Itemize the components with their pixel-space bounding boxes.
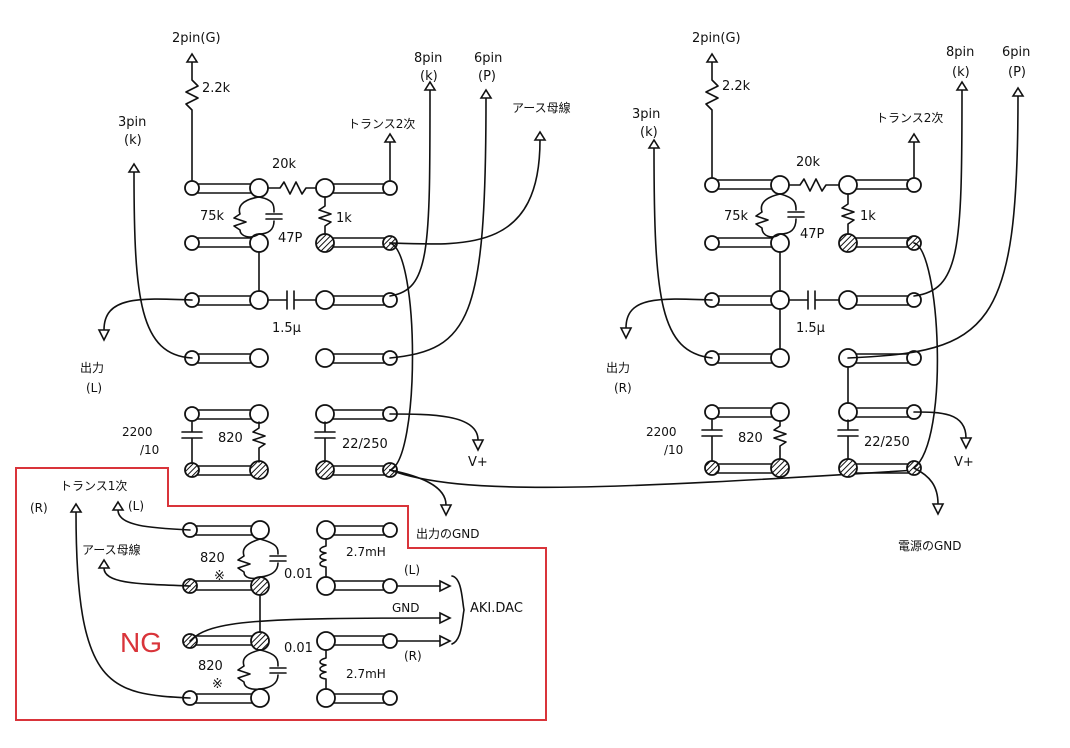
left-label-r1k: 1k	[336, 211, 352, 226]
ng-label-ch-l: (L)	[404, 563, 420, 577]
ng-label-earth-bus: アース母線	[82, 542, 141, 557]
left-label-pin8: 8pin	[414, 51, 442, 66]
left-label-out: 出力	[80, 361, 104, 375]
left-label-pin2: 2pin(G)	[172, 31, 221, 46]
left-channel-board: 2pin(G) 2.2k 3pin (k) 8pin (k) 6pin (P) …	[80, 31, 917, 541]
right-label-pin3: 3pin	[632, 107, 660, 122]
right-label-c2200: 2200	[646, 425, 677, 439]
right-label-pin6: 6pin	[1002, 45, 1030, 60]
right-label-c47p: 47P	[800, 227, 825, 242]
left-label-r820: 820	[218, 431, 243, 446]
left-label-c15u: 1.5μ	[272, 321, 301, 336]
right-label-out-ch: (R)	[614, 381, 632, 395]
left-rails	[192, 183, 390, 476]
ng-label-ch-r: (R)	[404, 649, 422, 663]
right-label-pin8: 8pin	[946, 45, 974, 60]
right-label-c15u: 1.5μ	[796, 321, 825, 336]
ng-label-star-b: ※	[212, 677, 223, 692]
ng-label-r820a: 820	[200, 551, 225, 566]
left-wiring	[97, 53, 917, 517]
ng-label-star-a: ※	[214, 569, 225, 584]
right-label-pin6-p: (P)	[1008, 65, 1026, 80]
left-label-out-ch: (L)	[86, 381, 102, 395]
left-label-earth-bus: アース母線	[512, 100, 571, 115]
right-wiring	[619, 53, 1024, 516]
ng-label-r820b: 820	[198, 659, 223, 674]
ng-label-in-l: (L)	[128, 499, 144, 513]
ng-section: NG	[15, 467, 547, 721]
right-label-gnd-psu: 電源のGND	[898, 539, 962, 553]
right-label-pin2: 2pin(G)	[692, 31, 741, 46]
right-label-out: 出力	[606, 361, 630, 375]
ng-label-l27b: 2.7mH	[346, 667, 386, 681]
left-label-pin6: 6pin	[474, 51, 502, 66]
right-label-r75k: 75k	[724, 209, 749, 224]
right-label-c2200-v: /10	[664, 443, 683, 457]
left-label-trans2: トランス2次	[348, 117, 415, 131]
right-label-r1k: 1k	[860, 209, 876, 224]
left-label-pin8-k: (k)	[420, 69, 438, 84]
left-label-vplus: V+	[468, 455, 488, 470]
right-rails	[712, 179, 914, 474]
right-label-c22: 22/250	[864, 435, 910, 450]
ng-label: NG	[120, 627, 162, 658]
right-label-pin3-k: (k)	[640, 125, 658, 140]
ng-label-c001b: 0.01	[284, 641, 313, 656]
right-label-trans2: トランス2次	[876, 111, 943, 125]
left-label-pin6-p: (P)	[478, 69, 496, 84]
ng-label-gnd: GND	[392, 601, 420, 615]
ng-label-l27a: 2.7mH	[346, 545, 386, 559]
right-pads	[704, 175, 922, 478]
left-label-c22: 22/250	[342, 437, 388, 452]
right-label-vplus: V+	[954, 455, 974, 470]
ng-label-in-r: (R)	[30, 501, 48, 515]
left-label-c2200-v: /10	[140, 443, 159, 457]
left-label-pin3-k: (k)	[124, 133, 142, 148]
ng-outline	[15, 467, 547, 721]
left-label-c47p: 47P	[278, 231, 303, 246]
right-label-pin8-k: (k)	[952, 65, 970, 80]
right-channel-board: 2pin(G) 2.2k 3pin (k) 8pin (k) 6pin (P) …	[606, 31, 1030, 553]
ng-rails	[190, 525, 390, 704]
left-label-r20k: 20k	[272, 157, 297, 172]
ng-label-dac: AKI.DAC	[470, 601, 523, 616]
right-label-r820: 820	[738, 431, 763, 446]
right-label-r20k: 20k	[796, 155, 821, 170]
ng-label-c001a: 0.01	[284, 567, 313, 582]
left-label-r-grid: 2.2k	[202, 81, 231, 96]
left-label-pin3: 3pin	[118, 115, 146, 130]
left-label-c2200: 2200	[122, 425, 153, 439]
left-label-gnd-out: 出力のGND	[416, 527, 480, 541]
ng-wiring	[70, 501, 465, 699]
ng-label-trans1: トランス1次	[60, 479, 127, 493]
right-label-r-grid: 2.2k	[722, 79, 751, 94]
left-label-r75k: 75k	[200, 209, 225, 224]
